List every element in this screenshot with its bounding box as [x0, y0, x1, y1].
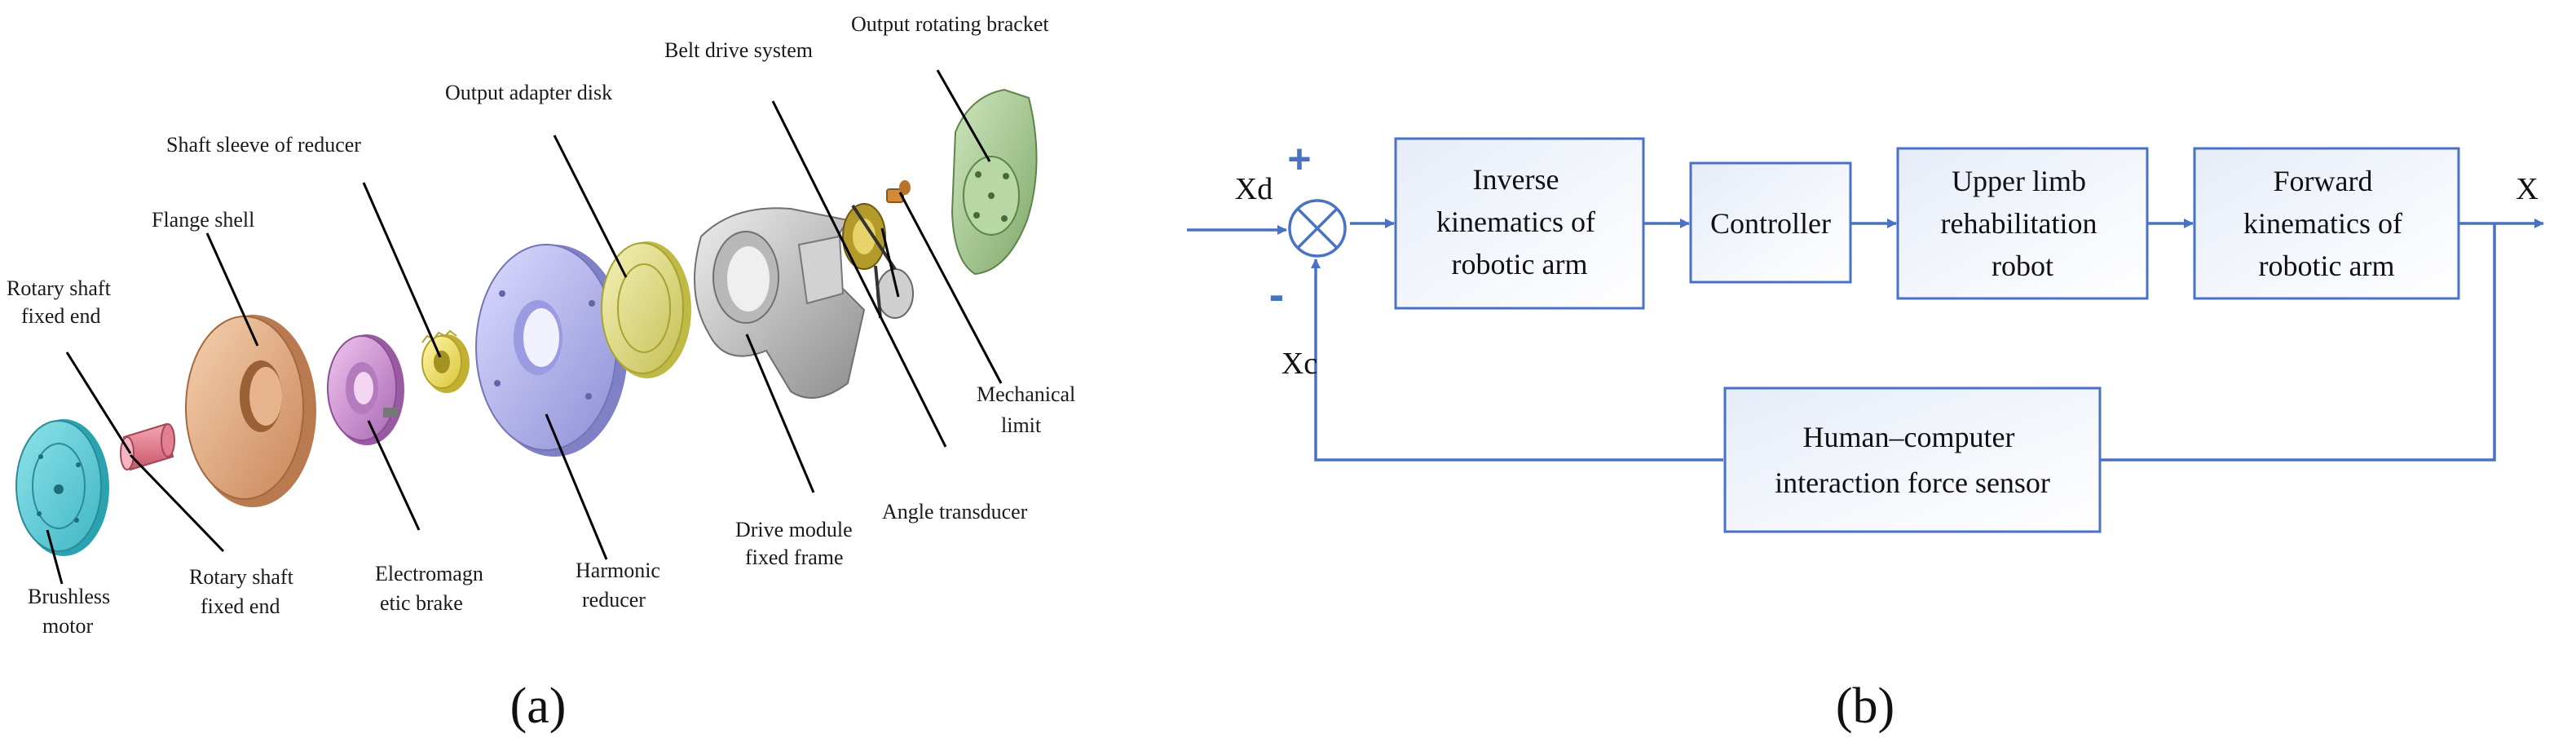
label-shaft-sleeve-of-reducer: Shaft sleeve of reducer: [166, 133, 361, 157]
signal-lines: [1187, 219, 2544, 462]
inverse-block-line1: Inverse: [1473, 163, 1559, 196]
rehab-robot-block: Upper limb rehabilitation robot: [1896, 147, 2149, 300]
rotary-shaft-part: [120, 422, 175, 471]
label-rotary-shaft-top-line1: Rotary shaft: [7, 276, 112, 300]
leader-flange-shell: [205, 232, 259, 347]
label-harmonic-line2: reducer: [582, 588, 646, 612]
svg-text:Human–computer interac: Human–computer interaction force sensor: [1775, 421, 2050, 499]
svg-text:Inverse kinematics of: Inverse kinematics of robotic arm: [1436, 163, 1603, 281]
leader-brake: [367, 420, 421, 531]
drive-module-frame-part: [694, 207, 866, 399]
leader-shaft-sleeve: [362, 182, 442, 358]
label-motor-line2: motor: [42, 614, 93, 638]
electromagnetic-brake-part: [327, 334, 404, 445]
label-mech-limit-line1: Mechanical: [977, 382, 1075, 406]
label-drive-frame-line2: fixed frame: [745, 546, 844, 569]
harmonic-reducer-part: [475, 244, 628, 457]
label-rotary-shaft-bottom-line1: Rotary shaft: [189, 565, 294, 589]
leader-shaft-top: [65, 351, 132, 454]
label-drive-module-fixed-frame: Drive module fixed frame: [735, 518, 858, 569]
angle-transducer-part: [886, 180, 911, 203]
feedback-return-line: [1311, 258, 1723, 462]
leader-drive-frame: [745, 334, 815, 493]
plus-sign: +: [1287, 136, 1311, 182]
label-rotary-shaft-top-line2: fixed end: [21, 304, 100, 328]
label-mech-limit-line2: limit: [1001, 413, 1042, 437]
label-belt-drive-system: Belt drive system: [664, 38, 813, 62]
part-labels: Output rotating bracket Belt drive syste…: [7, 12, 1081, 638]
label-drive-frame-line1: Drive module: [735, 518, 853, 541]
flange-shell-part: [185, 315, 316, 507]
svg-text:Forward kinematics of: Forward kinematics of robotic arm: [2243, 165, 2410, 282]
label-brushless-motor: Brushless motor: [28, 585, 116, 638]
leader-belt-drive: [771, 100, 947, 448]
robot-block-line2: rehabilitation: [1941, 207, 2097, 240]
leader-output-bracket: [936, 69, 991, 162]
sensor-block-line1: Human–computer: [1803, 421, 2015, 453]
shaft-sleeve-part: [421, 329, 470, 393]
belt-drive-system-part: [842, 203, 914, 319]
brushless-motor-part: [15, 419, 109, 556]
controller-block: Controller: [1689, 161, 1852, 284]
output-rotating-bracket-part: [951, 88, 1038, 276]
inverse-kinematics-block: Inverse kinematics of robotic arm: [1394, 137, 1645, 310]
forward-block-line2: kinematics of: [2243, 207, 2402, 240]
inverse-block-line3: robotic arm: [1452, 248, 1588, 281]
label-rotary-shaft-fixed-end-bottom: Rotary shaft fixed end: [189, 565, 298, 618]
label-output-rotating-bracket: Output rotating bracket: [851, 12, 1049, 36]
force-sensor-block: Human–computer interaction force sensor: [1723, 387, 2102, 533]
label-flange-shell: Flange shell: [152, 208, 254, 232]
signal-x-label: X: [2516, 172, 2538, 206]
label-brake-line2: etic brake: [380, 591, 463, 615]
leader-shaft-bottom: [129, 453, 225, 553]
label-mechanical-limit: Mechanical limit: [977, 382, 1081, 437]
controller-block-label: Controller: [1710, 207, 1831, 240]
sensor-block-line2: interaction force sensor: [1775, 466, 2050, 499]
robot-block-line3: robot: [1992, 250, 2053, 282]
minus-sign: -: [1269, 268, 1285, 320]
label-brake-line1: Electromagn: [375, 562, 483, 585]
panel-a-exploded-view: Output rotating bracket Belt drive syste…: [7, 12, 1081, 734]
leader-angle-transducer: [880, 228, 900, 298]
label-angle-transducer: Angle transducer: [882, 500, 1028, 523]
caption-b: (b): [1836, 678, 1895, 734]
robot-block-line1: Upper limb: [1952, 165, 2086, 197]
label-motor-line1: Brushless: [28, 585, 110, 608]
caption-a: (a): [510, 678, 567, 734]
svg-text:Upper limb rehabilitat: Upper limb rehabilitation robot: [1941, 165, 2105, 282]
label-electromagnetic-brake: Electromagn etic brake: [375, 562, 488, 615]
leader-lines: [46, 69, 1003, 585]
leader-motor: [46, 529, 64, 585]
signal-xd-label: Xd: [1235, 172, 1273, 206]
label-rotary-shaft-bottom-line2: fixed end: [201, 594, 280, 618]
forward-kinematics-block: Forward kinematics of robotic arm: [2193, 147, 2460, 300]
label-output-adapter-disk: Output adapter disk: [445, 81, 612, 104]
summing-junction: [1288, 199, 1347, 258]
leader-adapter-disk: [553, 135, 628, 278]
label-rotary-shaft-fixed-end-top: Rotary shaft fixed end: [7, 276, 116, 328]
feedback-down-line: [2100, 223, 2496, 462]
inverse-block-line2: kinematics of: [1436, 205, 1595, 238]
leader-harmonic: [545, 413, 608, 560]
label-harmonic-line1: Harmonic: [576, 559, 660, 582]
signal-xc-label: Xc: [1281, 347, 1317, 381]
label-harmonic-reducer: Harmonic reducer: [576, 559, 665, 612]
forward-block-line3: robotic arm: [2259, 250, 2395, 282]
panel-b-block-diagram: + - Xd Xc X Inverse kinematics of roboti…: [1187, 136, 2544, 734]
output-adapter-disk-part: [601, 241, 691, 378]
forward-block-line1: Forward: [2274, 165, 2373, 197]
leader-mech-limit: [898, 192, 1003, 384]
